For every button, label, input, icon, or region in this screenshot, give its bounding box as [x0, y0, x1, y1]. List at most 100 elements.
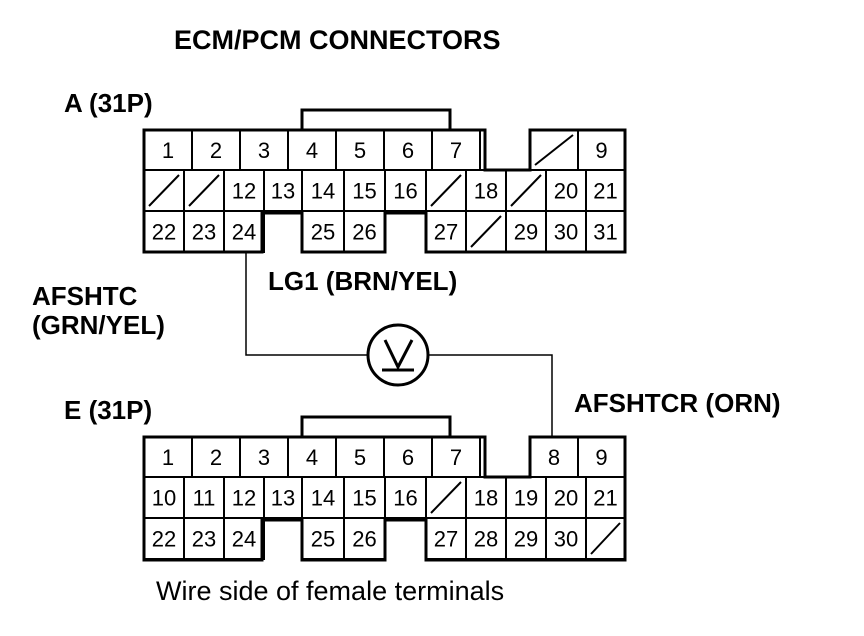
connector-e-terminal-2: 2	[191, 436, 241, 478]
connector-e-terminal-5: 5	[335, 436, 385, 478]
diagram-title: ECM/PCM CONNECTORS	[174, 25, 501, 55]
connector-e-terminal-number: 19	[514, 486, 538, 511]
connector-e-terminal-number: 20	[554, 486, 578, 511]
connector-e-terminal-number: 24	[232, 527, 256, 552]
connector-e-terminal-19: 19	[505, 476, 547, 519]
connector-e-terminal-number: 18	[474, 486, 498, 511]
connector-a-terminal-1: 1	[143, 129, 193, 171]
connector-a-terminal-27: 27	[425, 210, 467, 253]
voltmeter-icon	[366, 323, 430, 387]
connector-a-terminal-number: 27	[434, 220, 458, 245]
wire-afshtcr	[428, 354, 553, 437]
connector-e-terminal-14: 14	[301, 476, 345, 519]
connector-a-terminal-24: 24	[223, 210, 265, 253]
connector-e-terminal-number: 4	[306, 445, 318, 470]
connector-e-unused-terminal	[425, 476, 467, 519]
wire-label-lg1: LG1 (BRN/YEL)	[268, 266, 458, 296]
connector-e-terminal-number: 21	[593, 486, 617, 511]
connector-a-terminal-number: 6	[402, 138, 414, 163]
connector-a-unused-terminal	[143, 169, 185, 212]
connector-a-terminal-number: 26	[352, 220, 376, 245]
connector-e-terminal-23: 23	[183, 517, 225, 560]
connector-e-terminal-number: 3	[258, 445, 270, 470]
connector-a-terminal-30: 30	[545, 210, 587, 253]
connector-e-terminal-9: 9	[577, 436, 626, 478]
connector-a-terminal-7: 7	[431, 129, 481, 171]
connector-e-terminal-1: 1	[143, 436, 193, 478]
connector-e-terminal-number: 11	[193, 486, 216, 511]
connector-e-terminal-4: 4	[287, 436, 337, 478]
connector-e-terminal-number: 28	[474, 527, 498, 552]
connector-e-terminal-number: 8	[548, 445, 560, 470]
connector-a-terminal-29: 29	[505, 210, 547, 253]
connector-e-terminal-number: 27	[434, 527, 458, 552]
connector-a-terminal-number: 22	[152, 220, 176, 245]
connector-a-terminal-number: 14	[311, 179, 335, 204]
connector-e-terminal-8: 8	[529, 436, 579, 478]
connector-e-terminal-number: 23	[192, 527, 216, 552]
connector-a-terminal-15: 15	[343, 169, 386, 212]
connector-e-terminal-6: 6	[383, 436, 433, 478]
connector-e-terminal-number: 25	[311, 527, 335, 552]
connector-e-terminal-number: 15	[352, 486, 376, 511]
connector-a-terminal-number: 23	[192, 220, 216, 245]
connector-e-terminal-number: 2	[210, 445, 222, 470]
connector-a-terminal-number: 3	[258, 138, 270, 163]
connector-a-terminal-number: 15	[352, 179, 376, 204]
connector-e-terminal-7: 7	[431, 436, 481, 478]
connector-a-terminal-number: 2	[210, 138, 222, 163]
connector-a-terminal-13: 13	[263, 169, 303, 212]
connector-e-terminal-number: 13	[271, 486, 295, 511]
connector-a-terminal-26: 26	[343, 210, 386, 253]
connector-e-terminal-number: 12	[232, 486, 256, 511]
connector-a-terminal-number: 25	[311, 220, 335, 245]
connector-e-terminal-number: 7	[450, 445, 462, 470]
wire-label-afshtcr: AFSHTCR (ORN)	[574, 388, 781, 418]
connector-a-terminal-number: 1	[162, 138, 174, 163]
connector-a-unused-terminal	[465, 210, 507, 253]
connector-e-terminal-number: 9	[595, 445, 607, 470]
connector-e-terminal-number: 16	[393, 486, 417, 511]
connector-e-terminal-11: 11	[183, 476, 225, 519]
test-wiring	[245, 252, 553, 437]
connector-a-terminal-6: 6	[383, 129, 433, 171]
connector-e-terminal-15: 15	[343, 476, 386, 519]
connector-e-terminal-30: 30	[545, 517, 587, 560]
connector-a-terminal-9: 9	[577, 129, 626, 171]
wire-label-afshtc: AFSHTC (GRN/YEL)	[32, 281, 165, 341]
connector-e-unused-terminal	[585, 517, 626, 560]
connector-e-terminal-20: 20	[545, 476, 587, 519]
connector-a-terminal-14: 14	[301, 169, 345, 212]
diagram-caption: Wire side of female terminals	[156, 576, 505, 606]
connector-e-terminal-25: 25	[301, 517, 345, 560]
connector-e-terminal-28: 28	[465, 517, 507, 560]
connector-a-terminal-4: 4	[287, 129, 337, 171]
connector-a-terminal-22: 22	[143, 210, 185, 253]
connector-a-terminal-12: 12	[223, 169, 265, 212]
connector-a-terminal-31: 31	[585, 210, 626, 253]
connector-a-terminal-number: 24	[232, 220, 256, 245]
connector-a-terminal-number: 29	[514, 220, 538, 245]
connector-e-terminal-3: 3	[239, 436, 289, 478]
connector-a-terminal-25: 25	[301, 210, 345, 253]
connector-a-unused-terminal	[183, 169, 225, 212]
connector-a-terminal-number: 13	[271, 179, 295, 204]
connector-e-terminal-number: 30	[554, 527, 578, 552]
connector-a-terminal-number: 16	[393, 179, 417, 204]
connector-e-terminal-12: 12	[223, 476, 265, 519]
connector-e-terminal-number: 22	[152, 527, 176, 552]
connector-e-terminal-24: 24	[223, 517, 265, 560]
connector-e-terminal-number: 14	[311, 486, 335, 511]
connector-a-terminal-number: 12	[232, 179, 256, 204]
connector-e-terminal-16: 16	[384, 476, 427, 519]
connector-e-terminal-13: 13	[263, 476, 303, 519]
connector-a-unused-terminal	[529, 129, 579, 171]
connector-e-terminal-22: 22	[143, 517, 185, 560]
connector-a-terminal-23: 23	[183, 210, 225, 253]
connector-a-terminal-18: 18	[465, 169, 507, 212]
connector-a-terminal-number: 9	[595, 138, 607, 163]
connector-e-terminal-number: 29	[514, 527, 538, 552]
